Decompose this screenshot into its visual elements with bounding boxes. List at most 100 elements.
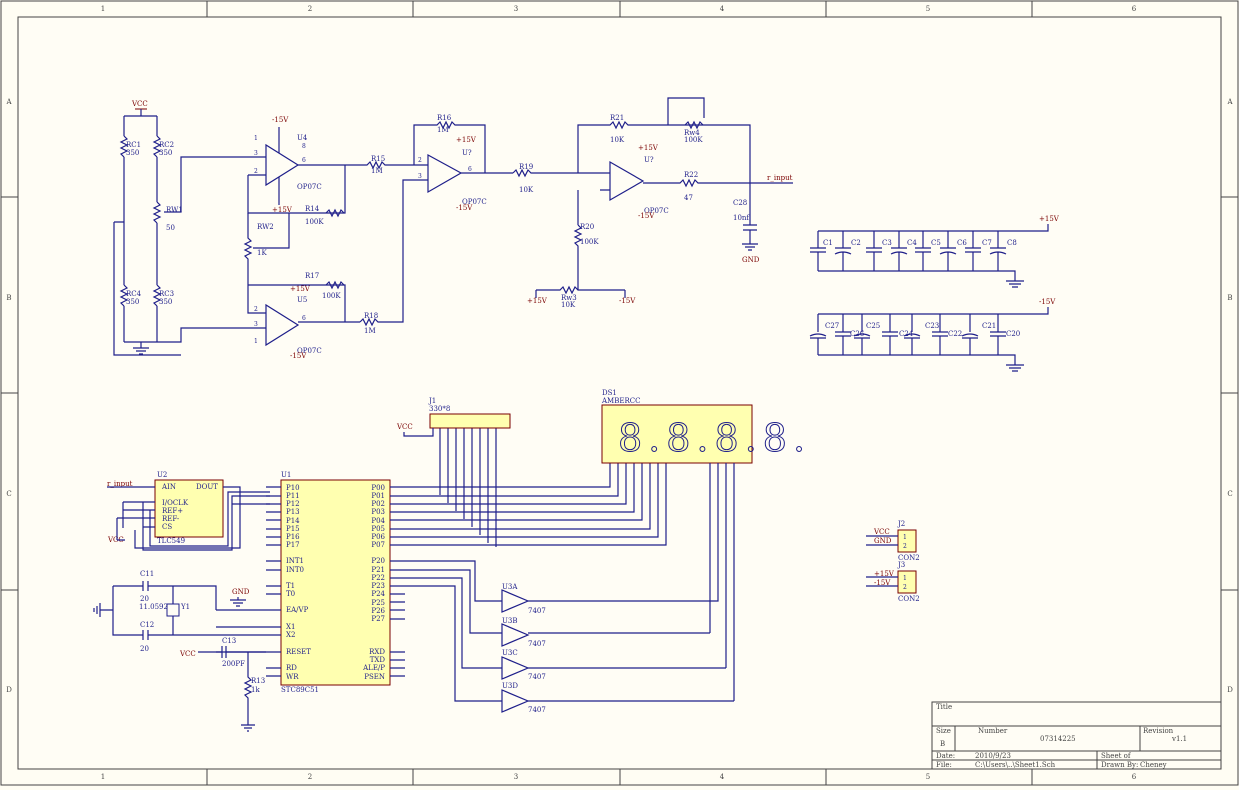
svg-text:WR: WR — [286, 673, 299, 681]
zone-labels: 1 2 3 4 5 6 1 2 3 4 5 6 A B C D A B C D — [5, 5, 1233, 781]
svg-text:RXD: RXD — [369, 648, 385, 656]
svg-text:EA/VP: EA/VP — [286, 606, 309, 614]
mcu-ref: U1 — [281, 471, 291, 479]
svg-text:P25: P25 — [371, 599, 385, 607]
svg-text:P21: P21 — [371, 566, 385, 574]
u7-vpos: +15V — [456, 136, 477, 144]
cap-c7: C7 — [982, 239, 992, 247]
svg-text:7407: 7407 — [528, 640, 546, 648]
bottom-cap-row: C27 C26 C25 C24 C23 C22 C21 C20 — [809, 314, 1020, 355]
mcu-chip — [280, 479, 391, 686]
r19-label: R19 — [519, 163, 533, 171]
rc2-value: 350 — [159, 149, 172, 157]
r17-label: R17 — [305, 272, 319, 280]
rc3-label: RC3 — [159, 290, 174, 298]
mcu-left-pins: P10 P11 P12 P13 P14 P15 P16 P17 INT1 INT… — [286, 484, 311, 681]
r21-value: 10K — [610, 136, 625, 144]
digital-section: U2 TLC549 AIN I/OCLK REF+ REF- CS DOUT r… — [93, 389, 920, 732]
svg-text:T1: T1 — [286, 582, 295, 590]
cap-c24: C24 — [899, 330, 914, 338]
svg-text:8: 8 — [302, 143, 306, 150]
cap-c3: C3 — [882, 239, 892, 247]
r13-label: R13 — [251, 677, 265, 685]
revision-label: Revision — [1143, 727, 1174, 735]
col-label: 6 — [1132, 5, 1137, 13]
svg-text:RD: RD — [286, 664, 297, 672]
cap-c8: C8 — [1007, 239, 1017, 247]
display-ds1 — [601, 404, 753, 464]
rpack-vcc: VCC — [396, 423, 413, 431]
cap-c25: C25 — [866, 322, 880, 330]
drawn-value: Cheney — [1140, 761, 1167, 769]
j3-connector — [897, 570, 917, 594]
col-label: 1 — [101, 773, 105, 781]
row-label: B — [6, 294, 11, 302]
u7-label: U? — [462, 149, 472, 157]
cap-c1: C1 — [823, 239, 833, 247]
u3b-label: U3B — [502, 617, 518, 625]
svg-text:3: 3 — [254, 150, 258, 157]
u5-opamp — [265, 303, 300, 347]
title-label: Title — [936, 703, 952, 711]
u7-opamp — [427, 153, 463, 194]
c13-value: 200PF — [222, 660, 245, 668]
sheet-label: Sheet of — [1101, 752, 1132, 760]
row-label: D — [1227, 686, 1233, 694]
j2-pin2: GND — [874, 537, 892, 545]
cap-c26: C26 — [850, 330, 865, 338]
cap-c27: C27 — [825, 322, 839, 330]
rc2-resistor — [152, 135, 162, 158]
col-label: 3 — [514, 5, 518, 13]
vcc-label: VCC — [131, 100, 148, 108]
rc1-value: 350 — [126, 149, 139, 157]
svg-text:INT1: INT1 — [286, 557, 304, 565]
revision-value: v1.1 — [1171, 735, 1187, 743]
svg-text:2: 2 — [254, 306, 258, 313]
r17-value: 100K — [322, 292, 341, 300]
svg-text:ALE/P: ALE/P — [362, 664, 385, 672]
svg-text:3: 3 — [254, 321, 258, 328]
cap-vpos: +15V — [1039, 215, 1060, 223]
rw1-label: RW1 — [166, 206, 183, 214]
u5-vpos: +15V — [290, 285, 311, 293]
adc-pin-ain: AIN — [161, 483, 176, 491]
size-label: Size — [936, 727, 951, 735]
rw4-label: Rw4 — [684, 129, 700, 137]
svg-text:P27: P27 — [371, 615, 385, 623]
rpack-j1 — [429, 413, 511, 429]
opamp-stage: U4 OP07C -15V +15V 32 68 1 R14 100K RW2 … — [243, 97, 793, 360]
u3a-label: U3A — [502, 583, 518, 591]
buffer-gates: U3A U3B U3C U3D 7407 7407 7407 7407 — [405, 560, 734, 714]
svg-text:P16: P16 — [286, 533, 300, 541]
u7b-vpos: +15V — [638, 144, 659, 152]
svg-text:P01: P01 — [371, 492, 385, 500]
u5-vneg: -15V — [290, 352, 307, 360]
c12-value: 20 — [140, 645, 149, 653]
svg-text:6: 6 — [302, 157, 306, 164]
mcu-part: STC89C51 — [281, 686, 319, 694]
u4-part: OP07C — [297, 183, 322, 191]
decoupling-caps: +15V C1 C2 C3 C4 C5 C6 C7 C8 -15V C27 C2… — [809, 215, 1060, 372]
r14-label: R14 — [305, 205, 320, 213]
crystal-circuit: C11 20 C12 20 11.0592 Y1 GND VCC C13 200… — [93, 570, 266, 732]
rw4-value: 100K — [684, 136, 703, 144]
u4-opamp — [265, 143, 300, 187]
svg-text:P10: P10 — [286, 484, 300, 492]
cap-c23: C23 — [925, 322, 939, 330]
svg-text:P00: P00 — [371, 484, 385, 492]
u5-part: OP07C — [297, 347, 322, 355]
svg-text:1: 1 — [254, 338, 258, 345]
r16-value: 1M — [437, 126, 449, 134]
rc2-label: RC2 — [159, 141, 174, 149]
cap-c21: C21 — [982, 322, 996, 330]
rw3-vpos: +15V — [527, 297, 548, 305]
j2-part: CON2 — [898, 554, 920, 562]
cap-c6: C6 — [957, 239, 967, 247]
svg-text:P11: P11 — [286, 492, 300, 500]
r15-label: R15 — [371, 155, 385, 163]
c11-value: 20 — [140, 595, 149, 603]
col-label: 6 — [1132, 773, 1137, 781]
j2-pin1: VCC — [873, 528, 890, 536]
